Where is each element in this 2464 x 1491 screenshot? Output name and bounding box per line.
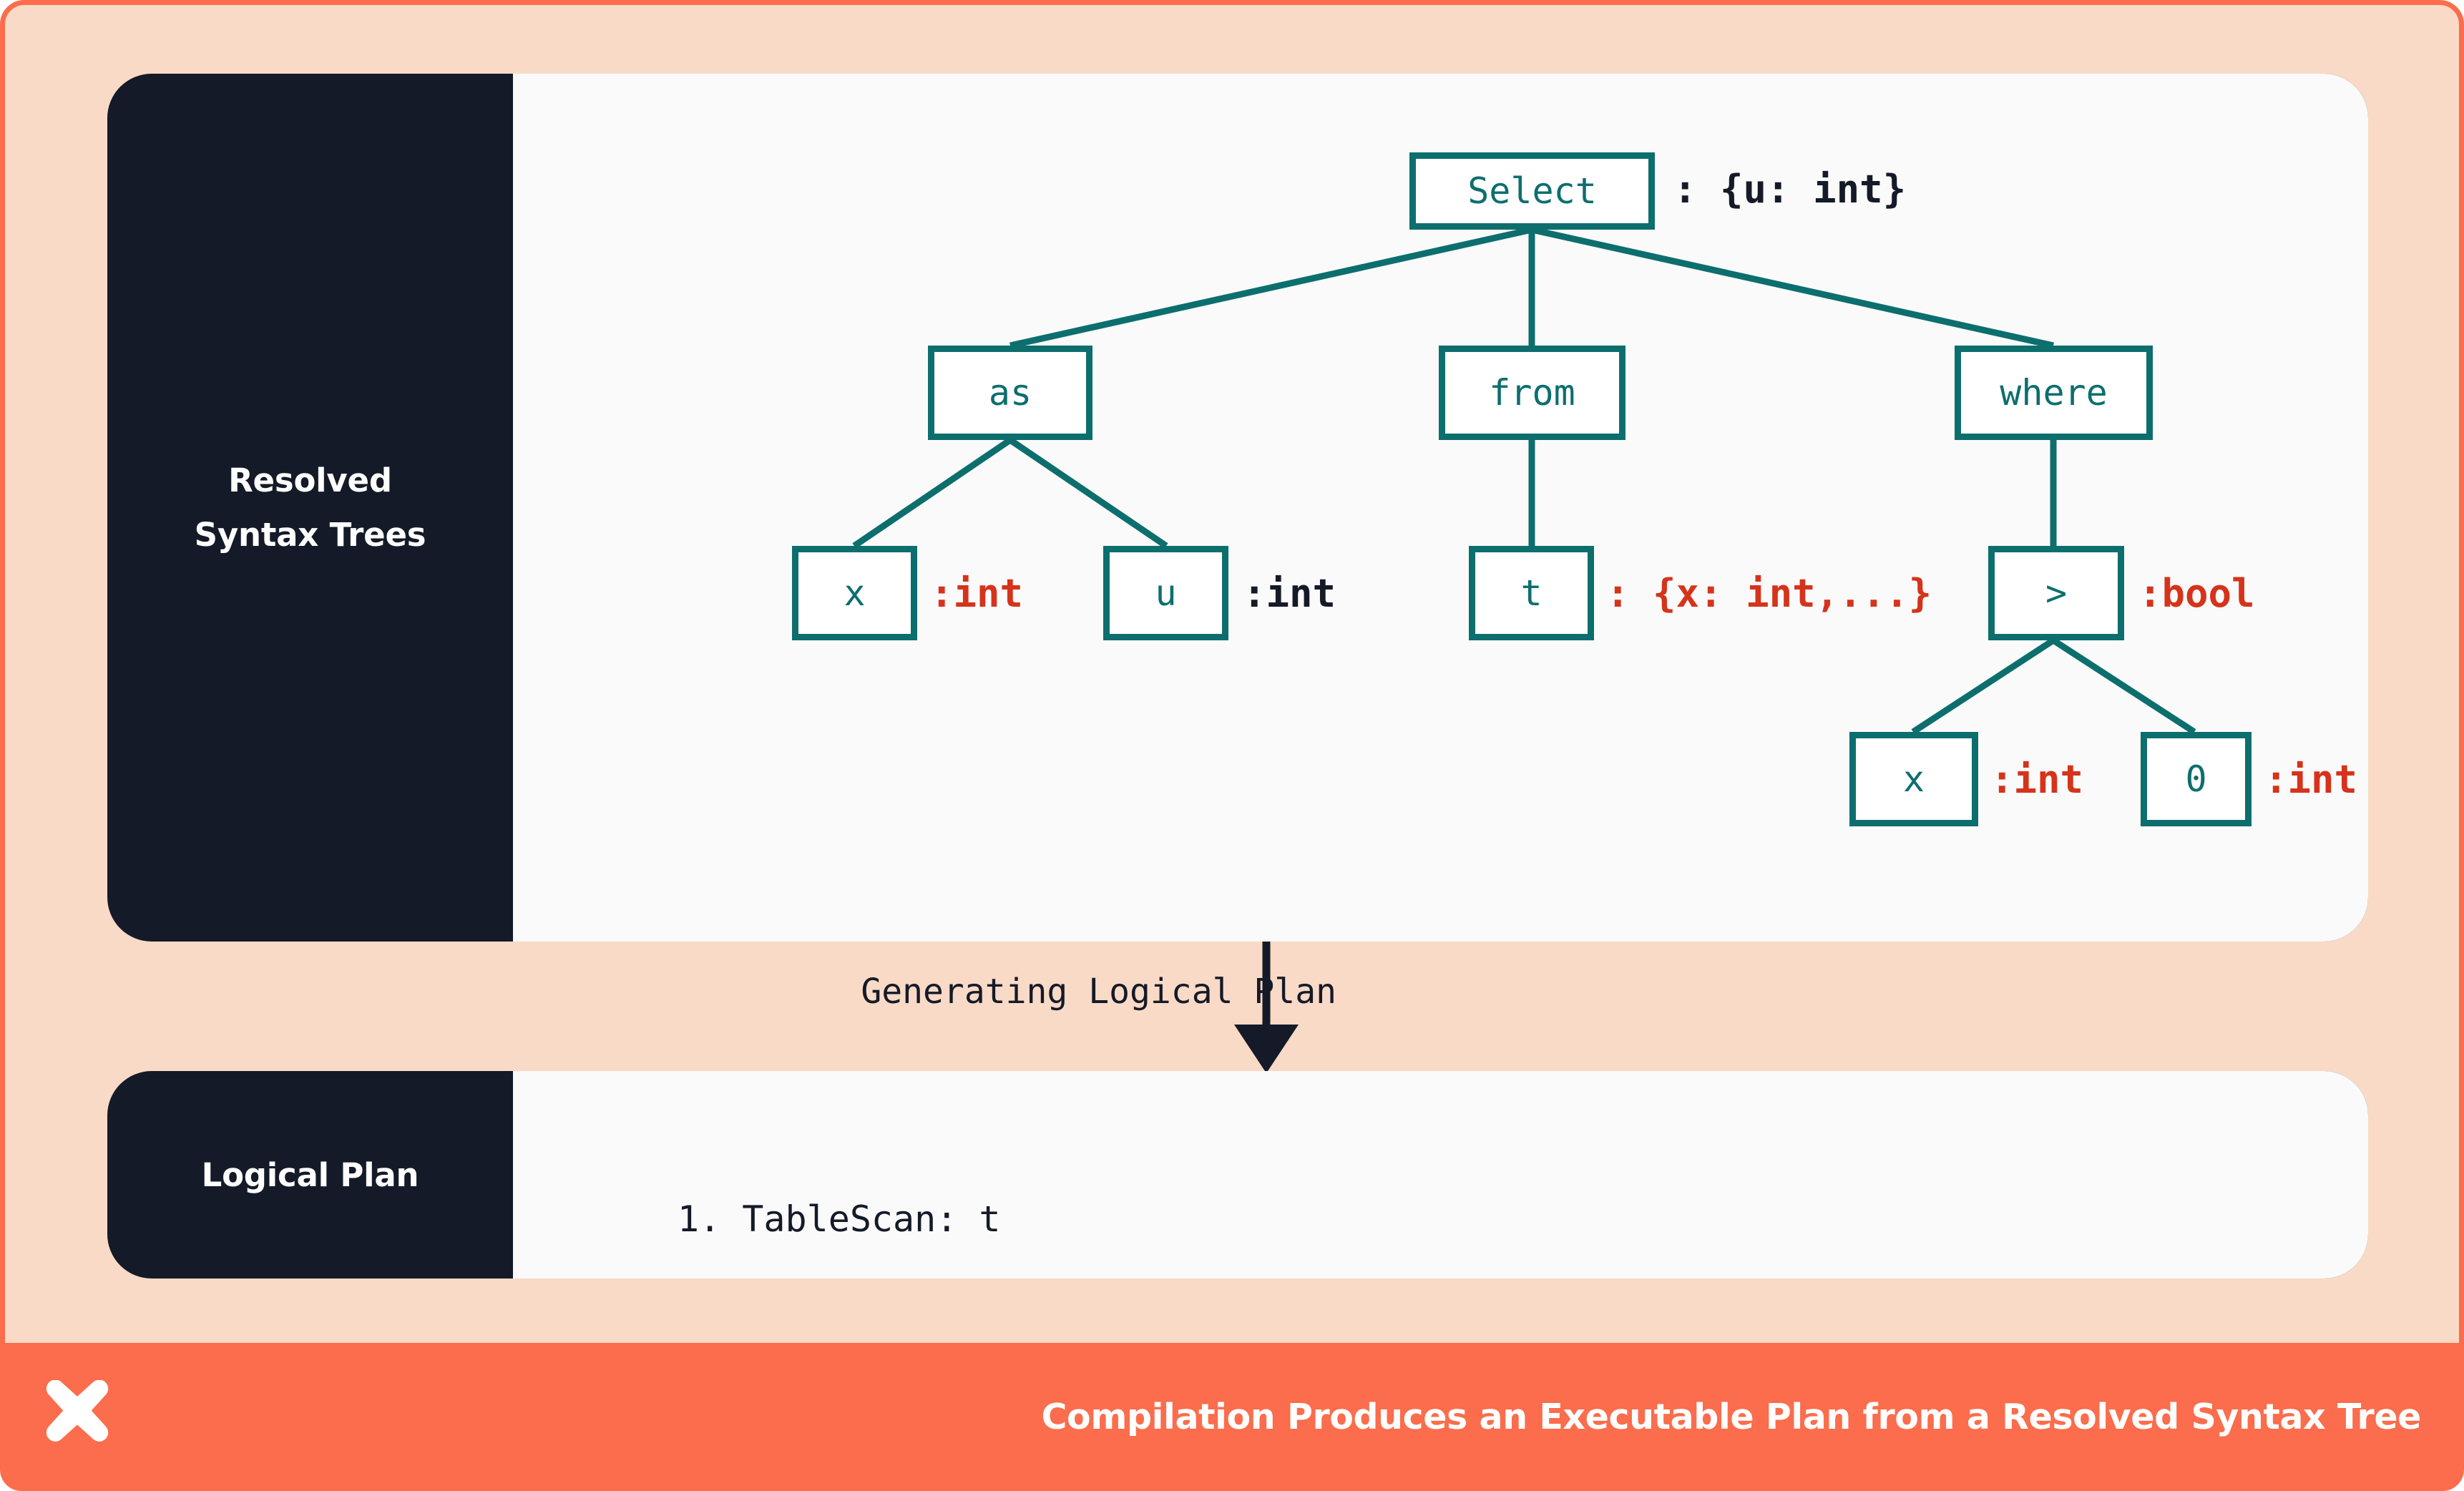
tree-node-from-label: from: [1489, 372, 1575, 414]
resolved-syntax-trees-label-line1: Resolved: [228, 461, 392, 499]
tree-node-select[interactable]: Select: [1409, 152, 1655, 230]
tree-node-as-label: as: [988, 372, 1032, 414]
tree-node-from-t-label: t: [1520, 572, 1543, 614]
tree-node-as-x[interactable]: x: [792, 546, 917, 640]
four-pointed-star-logo-icon: [46, 1380, 109, 1442]
tree-node-gt-zero[interactable]: 0: [2141, 732, 2252, 826]
tree-node-from-t-annotation: : {x: int,...}: [1606, 571, 1932, 616]
connector-label: Generating Logical Plan: [861, 972, 1336, 1012]
tree-node-greater-than-annotation: :bool: [2138, 571, 2255, 616]
footer-caption: Compilation Produces an Executable Plan …: [1041, 1397, 2422, 1437]
resolved-syntax-trees-label: Resolved Syntax Trees: [195, 454, 426, 562]
tree-node-from[interactable]: from: [1439, 346, 1625, 440]
tree-node-where-label: where: [2000, 372, 2108, 414]
logical-plan-step: 1. TableScan: t: [678, 1198, 1001, 1240]
tree-node-gt-x-label: x: [1902, 758, 1925, 800]
footer-bar: Compilation Produces an Executable Plan …: [0, 1343, 2464, 1491]
tree-node-select-label: Select: [1467, 170, 1597, 212]
tree-node-as-u-annotation: :int: [1243, 571, 1336, 616]
tree-node-greater-than[interactable]: >: [1988, 546, 2124, 640]
resolved-syntax-trees-panel: Resolved Syntax Trees: [107, 74, 2368, 942]
logical-plan-label: Logical Plan: [201, 1155, 419, 1194]
tree-node-as-x-label: x: [844, 572, 866, 614]
logical-plan-sidebar: Logical Plan: [107, 1071, 513, 1279]
tree-node-from-t[interactable]: t: [1469, 546, 1594, 640]
tree-node-gt-x-annotation: :int: [1990, 757, 2084, 802]
tree-node-as-u-label: u: [1155, 572, 1177, 614]
logical-plan-panel: Logical Plan 1. TableScan: t 2. Filter: …: [107, 1071, 2368, 1279]
generating-logical-plan-connector: Generating Logical Plan: [107, 942, 2368, 1073]
logical-plan-step-list: 1. TableScan: t 2. Filter: t.x > 0 3. Pr…: [678, 1100, 2368, 1279]
resolved-syntax-trees-sidebar: Resolved Syntax Trees: [107, 74, 513, 942]
tree-node-where[interactable]: where: [1955, 346, 2153, 440]
tree-node-gt-zero-label: 0: [2185, 758, 2207, 800]
tree-node-greater-than-label: >: [2045, 572, 2068, 614]
tree-node-as-x-annotation: :int: [930, 571, 1024, 616]
tree-node-gt-zero-annotation: :int: [2264, 757, 2358, 802]
resolved-syntax-trees-label-line2: Syntax Trees: [194, 515, 426, 554]
connector-arrow-icon: [1234, 942, 1299, 1073]
tree-node-gt-x[interactable]: x: [1849, 732, 1978, 826]
tree-node-as-u[interactable]: u: [1103, 546, 1228, 640]
tree-node-select-annotation: : {u: int}: [1673, 167, 1907, 212]
syntax-tree-canvas: Select : {u: int} as from where x :int: [513, 74, 2368, 942]
tree-node-as[interactable]: as: [928, 346, 1092, 440]
logical-plan-canvas: 1. TableScan: t 2. Filter: t.x > 0 3. Pr…: [513, 1071, 2368, 1279]
